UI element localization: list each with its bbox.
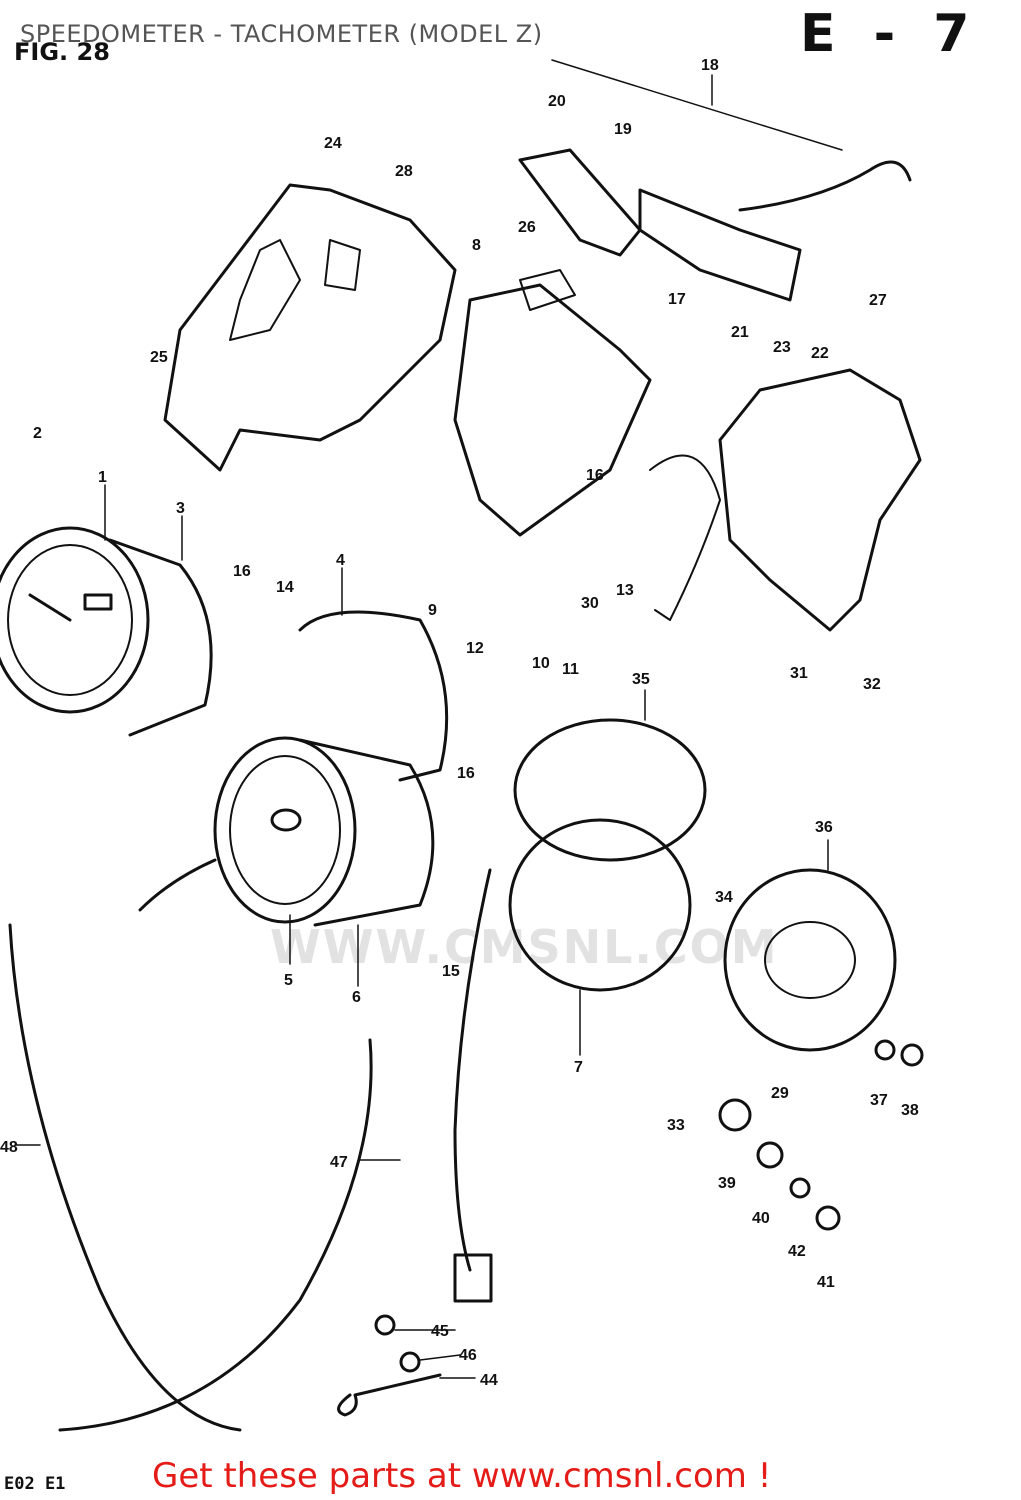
part-label: 44 [480,1372,498,1389]
part-label: 16 [457,765,475,782]
figure-label: FIG. 28 [14,38,110,66]
part-label: 35 [632,671,650,688]
part-label: 46 [459,1347,477,1364]
part-label: 3 [176,500,185,517]
tachometer-drawing [138,736,435,927]
part-label: 14 [276,579,294,596]
part-label: 11 [562,661,579,678]
cta-link[interactable]: Get these parts at www.cmsnl.com ! [152,1456,772,1496]
part-label: 38 [901,1102,919,1119]
tachometer-cable-drawing [58,1038,373,1432]
lower-bracket-drawing [649,368,922,632]
section-code: E - 7 [800,4,980,64]
meter-bracket-drawing [453,269,652,537]
part-label: 24 [324,135,342,152]
part-label: 21 [731,324,749,341]
part-label: 19 [614,121,632,138]
part-label: 20 [548,93,566,110]
part-label: 13 [616,582,634,599]
part-label: 36 [815,819,833,836]
page-title: SPEEDOMETER - TACHOMETER (MODEL Z) [20,20,543,48]
part-label: 2 [33,425,42,442]
gauge-case-drawing [298,610,449,782]
part-label: 47 [330,1154,348,1171]
part-label: 8 [472,237,481,254]
part-label: 30 [581,595,599,612]
part-label: 6 [352,989,361,1006]
part-label: 16 [233,563,251,580]
part-label: 9 [428,602,437,619]
indicator-lamp-drawing [518,148,912,302]
part-label: 32 [863,676,881,693]
part-label: 33 [667,1117,685,1134]
housing-35-drawing [513,718,707,862]
part-label: 29 [771,1085,789,1102]
part-label: 4 [336,552,345,569]
part-label: 28 [395,163,413,180]
part-label: 18 [701,57,719,74]
part-label: 10 [532,655,550,672]
part-label: 45 [431,1323,449,1340]
speedometer-drawing [0,526,213,737]
housing-7-drawing [508,818,692,992]
part-label: 15 [442,963,460,980]
part-label: 26 [518,219,536,236]
part-label: 7 [574,1059,583,1076]
part-label: 27 [869,292,887,309]
part-label: 37 [870,1092,888,1109]
region-codes: E02 E1 [4,1474,66,1494]
part-label: 40 [752,1210,770,1227]
speedometer-cable-drawing [8,923,242,1432]
housing-36-drawing [723,868,897,1052]
part-label: 39 [718,1175,736,1192]
part-label: 34 [715,889,733,906]
wiring-harness-drawing [453,868,492,1272]
part-label: 25 [150,349,168,366]
part-label: 17 [668,291,686,308]
part-label: 22 [811,345,829,362]
part-label: 31 [790,665,808,682]
part-label: 16 [586,467,604,484]
part-label: 23 [773,339,791,356]
part-label: 42 [788,1243,806,1260]
connector-drawing [453,1253,493,1303]
part-label: 48 [0,1139,18,1156]
meter-cover-drawing [163,183,457,472]
part-label: 41 [817,1274,835,1291]
part-label: 1 [98,469,107,486]
part-label: 12 [466,640,484,657]
part-label: 5 [284,972,293,989]
grommet-drawing [718,1098,752,1132]
